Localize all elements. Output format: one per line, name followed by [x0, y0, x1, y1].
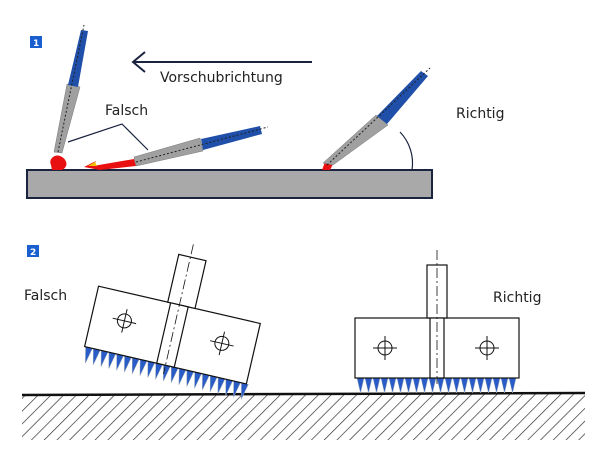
bristle — [492, 377, 501, 394]
bristle — [500, 377, 509, 394]
workpiece-plate — [26, 169, 433, 199]
bristle — [476, 377, 485, 394]
bristle — [364, 377, 373, 394]
torch-steep-wrong — [50, 24, 88, 170]
brush-upright-correct — [354, 250, 520, 394]
torch-flat-wrong — [84, 126, 269, 170]
bristle — [436, 377, 445, 394]
bristles — [356, 377, 517, 394]
ground-hatch — [22, 393, 585, 440]
bristle — [508, 377, 517, 394]
right-label-1: Richtig — [456, 106, 504, 122]
bristle — [420, 377, 429, 394]
bristle — [396, 377, 405, 394]
bristle — [484, 377, 493, 394]
bristle — [468, 377, 477, 394]
bristle — [356, 377, 365, 394]
crosshair-right — [475, 336, 499, 360]
wrong-label-2: Falsch — [24, 288, 67, 304]
panel-1-badge-number: 1 — [33, 39, 39, 49]
crosshair-left — [373, 336, 397, 360]
wrong-label-1: Falsch — [105, 103, 148, 119]
bristle — [428, 377, 437, 394]
flame-long — [84, 159, 136, 170]
bristle — [452, 377, 461, 394]
torch-correct — [322, 67, 431, 171]
panel-2-badge — [27, 245, 39, 257]
bristle — [372, 377, 381, 394]
feed-direction-arrow — [131, 51, 312, 73]
panel-2-badge-number: 2 — [30, 248, 36, 258]
panel-1-badge — [30, 36, 42, 48]
falsch-leader-lines — [67, 123, 149, 151]
bristle — [388, 377, 397, 394]
bristle — [404, 377, 413, 394]
angle-arc — [399, 131, 414, 171]
bristle — [85, 346, 93, 364]
crosshair-right — [210, 331, 234, 356]
bristle — [460, 377, 469, 394]
panel-1: 1 Vorschubrichtung Falsch Richtig — [26, 24, 504, 199]
right-label-2: Richtig — [493, 290, 541, 306]
crosshair-left — [112, 309, 137, 333]
bristle — [380, 377, 389, 394]
bristle — [444, 377, 453, 394]
brush-tilted-wrong — [83, 244, 262, 400]
feed-direction-label: Vorschubrichtung — [160, 70, 283, 86]
flame-blob — [50, 155, 67, 170]
panel-2: 2 Falsch Richtig — [21, 244, 586, 440]
ground-line — [21, 391, 586, 397]
bristle — [412, 377, 421, 394]
